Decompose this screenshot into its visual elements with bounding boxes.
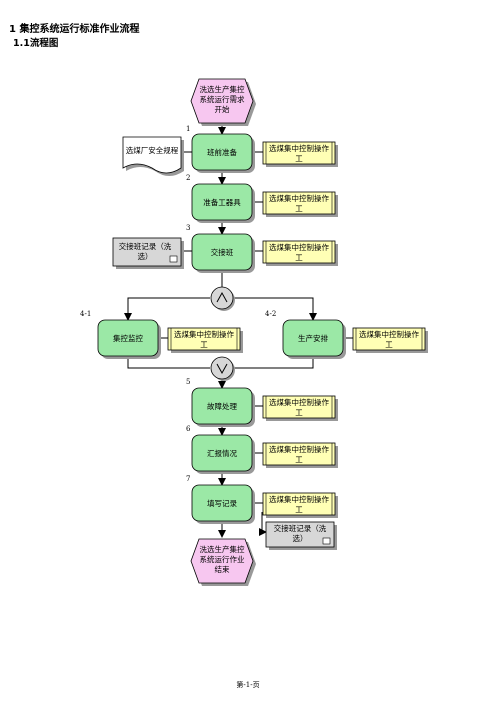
- handover-record-document-2: 交接班记录（洗 选）: [265, 521, 337, 550]
- task-s6: 汇报情况 6: [186, 425, 255, 474]
- task-s42: 生产安排 4-2: [265, 310, 346, 359]
- handover-record-line-2: 选）: [138, 251, 153, 261]
- safety-regulation-label: 选煤厂安全规程: [126, 145, 179, 155]
- document-icon: [169, 255, 178, 263]
- and-symbol-icon: [216, 291, 228, 303]
- start-event-line-3: 开始: [215, 104, 230, 114]
- start-event-line-2: 系统运行需求: [200, 94, 245, 104]
- task-s2: 准备工器具 2: [186, 174, 255, 223]
- task-label: 故障处理: [207, 401, 237, 411]
- end-event-line-3: 结束: [215, 564, 230, 574]
- task-label: 准备工器具: [203, 197, 241, 207]
- end-event-line-1: 洗选生产集控: [200, 544, 245, 554]
- role-label-line-1: 选煤集中控制操作: [269, 444, 329, 454]
- task-s5: 故障处理 5: [186, 378, 255, 427]
- end-event-line-2: 系统运行作业: [200, 554, 245, 564]
- task-label: 集控监控: [113, 333, 143, 343]
- role-label-line-2: 工: [295, 253, 303, 262]
- role-label-line-1: 选煤集中控制操作: [359, 329, 419, 339]
- step-number: 4-2: [265, 310, 276, 318]
- handover-record-line-1: 交接班记录（洗: [119, 241, 172, 251]
- page-title: 1 集控系统运行标准作业流程: [9, 24, 140, 35]
- step-number: 3: [186, 224, 190, 232]
- gateway-or-join: [210, 356, 235, 381]
- step-number: 5: [186, 378, 190, 386]
- task-label: 填写记录: [207, 498, 237, 508]
- or-symbol-icon: [216, 363, 228, 375]
- task-label: 班前准备: [207, 147, 237, 157]
- step-number: 1: [186, 125, 190, 133]
- handover-record-document: 交接班记录（洗 选）: [112, 237, 184, 269]
- role-label-line-1: 选煤集中控制操作: [269, 193, 329, 203]
- role-label-line-2: 工: [295, 204, 303, 213]
- role-label-line-1: 选煤集中控制操作: [174, 329, 234, 339]
- task-label: 生产安排: [298, 333, 328, 343]
- role-label-line-1: 选煤集中控制操作: [269, 397, 329, 407]
- role-label-line-2: 工: [295, 455, 303, 464]
- task-s41: 集控监控 4-1: [80, 310, 161, 359]
- task-label: 汇报情况: [207, 448, 237, 458]
- start-event-line-1: 洗选生产集控: [200, 84, 245, 94]
- role-label-line-2: 工: [200, 340, 208, 349]
- task-s3: 交接班 3: [186, 224, 255, 273]
- role-label-line-2: 工: [385, 340, 393, 349]
- handover-record-line-2: 选）: [293, 533, 308, 543]
- page-footer: 第-1-页: [236, 681, 260, 689]
- task-s7: 填写记录 7: [186, 475, 255, 524]
- step-number: 4-1: [80, 310, 91, 318]
- start-event: 洗选生产集控 系统运行需求 开始: [190, 78, 256, 126]
- handover-record-line-1: 交接班记录（洗: [274, 523, 327, 533]
- document-icon: [322, 537, 331, 545]
- step-number: 7: [186, 475, 190, 483]
- step-number: 6: [186, 425, 191, 433]
- gateway-and-split: [210, 286, 235, 311]
- role-label-line-2: 工: [295, 408, 303, 417]
- task-label: 交接班: [211, 247, 234, 257]
- role-label-line-2: 工: [295, 154, 303, 163]
- role-label-line-1: 选煤集中控制操作: [269, 143, 329, 153]
- safety-regulation-document: 选煤厂安全规程: [122, 136, 184, 176]
- role-label-line-2: 工: [295, 505, 303, 514]
- section-title: 1.1流程图: [13, 38, 59, 49]
- role-label-line-1: 选煤集中控制操作: [269, 242, 329, 252]
- role-label-line-1: 选煤集中控制操作: [269, 494, 329, 504]
- step-number: 2: [186, 174, 190, 182]
- end-event: 洗选生产集控 系统运行作业 结束: [190, 538, 256, 586]
- task-s1: 班前准备 1: [186, 125, 255, 173]
